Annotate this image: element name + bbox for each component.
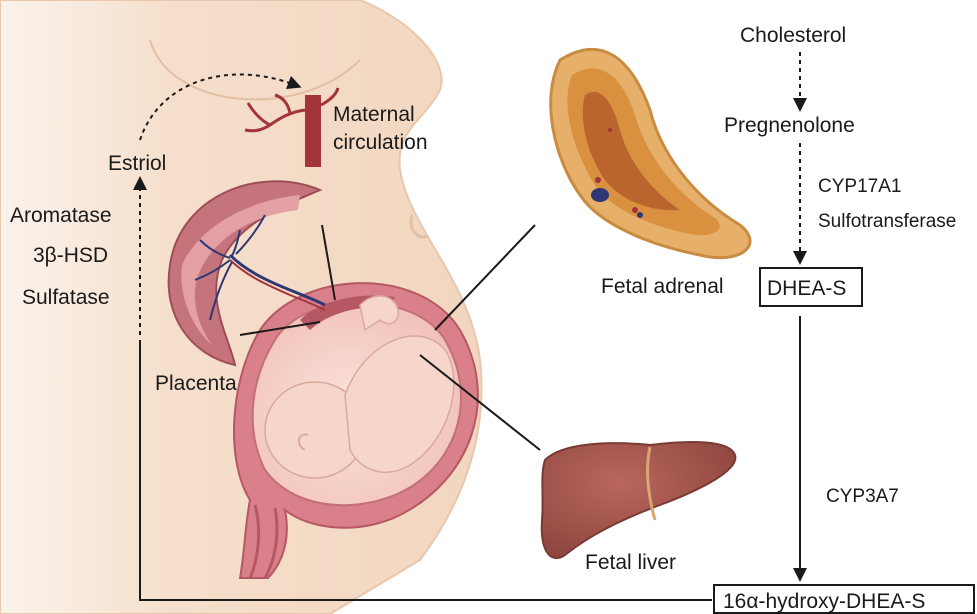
label-sulfatase: Sulfatase	[22, 286, 110, 309]
adrenal-blue-dot	[637, 212, 643, 218]
label-fetal-adrenal: Fetal adrenal	[601, 275, 724, 298]
label-dhea-s: DHEA-S	[767, 277, 846, 300]
label-16a-hydroxy-dhea-s: 16α-hydroxy-DHEA-S	[723, 590, 925, 613]
label-fetal-liver: Fetal liver	[585, 551, 676, 574]
adrenal-red-dot-1	[595, 177, 601, 183]
fetal-liver	[542, 442, 736, 558]
maternal-artery	[305, 95, 321, 167]
label-cyp17a1: CYP17A1	[818, 176, 901, 197]
fetal-adrenal	[551, 49, 750, 257]
label-pregnenolone: Pregnenolone	[724, 114, 855, 137]
label-maternal: Maternal	[333, 103, 415, 126]
label-estriol: Estriol	[108, 152, 166, 175]
label-3b-hsd: 3β-HSD	[33, 244, 108, 267]
liver-shape	[542, 442, 736, 558]
adrenal-blue-vessel	[591, 188, 609, 202]
label-cyp3a7: CYP3A7	[826, 486, 899, 507]
label-placenta: Placenta	[155, 372, 237, 395]
label-circulation: circulation	[333, 131, 428, 154]
adrenal-red-dot-2	[632, 207, 638, 213]
label-aromatase: Aromatase	[10, 204, 112, 227]
adrenal-red-dot-3	[608, 128, 612, 132]
label-sulfotransferase: Sulfotransferase	[818, 211, 956, 232]
label-cholesterol: Cholesterol	[740, 24, 846, 47]
